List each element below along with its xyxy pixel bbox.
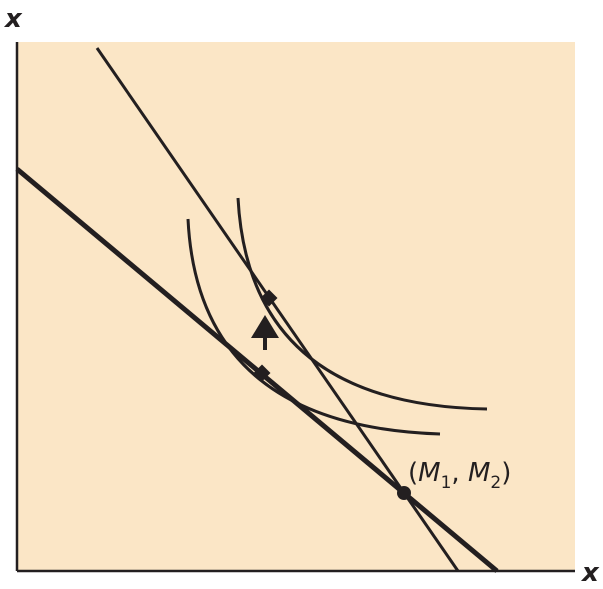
label-m2: M (468, 458, 490, 488)
higher-indifference-curve (236, 197, 488, 411)
lower-indifference-curve (186, 218, 441, 436)
lower-tangency-marker (253, 364, 271, 382)
upward-arrow-icon (251, 315, 279, 338)
label-comma: , (451, 458, 468, 488)
label-open-paren: ( (408, 458, 418, 488)
label-m1: M (418, 458, 440, 488)
label-m1-subscript: 1 (441, 473, 452, 493)
endowment-label: (M1, M2) (408, 458, 511, 493)
upper-tangency-marker (260, 289, 278, 307)
x-axis-label: x (580, 558, 600, 588)
steeper-budget-line (95, 47, 460, 572)
label-close-paren: ) (501, 458, 511, 488)
label-m2-subscript: 2 (490, 473, 501, 493)
y-axis-label: x (3, 4, 23, 34)
plot-area (17, 42, 575, 571)
endowment-point (397, 486, 411, 500)
